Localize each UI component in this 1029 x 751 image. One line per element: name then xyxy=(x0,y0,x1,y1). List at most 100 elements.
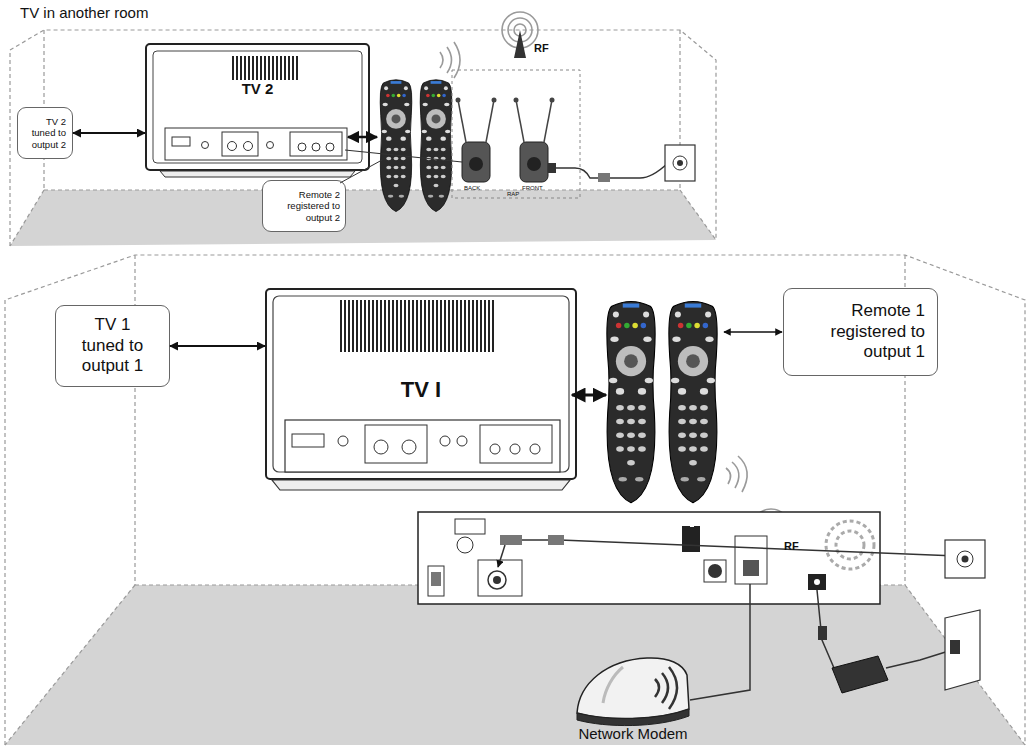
upper-cables xyxy=(556,163,668,178)
rf-signal xyxy=(764,521,778,535)
callout-box: TV 2 tuned to output 2 xyxy=(17,107,73,159)
modem-outline xyxy=(669,667,677,709)
set-top-box xyxy=(743,560,759,576)
unit-label: FRONT xyxy=(522,185,543,191)
tv1-back-details xyxy=(490,444,500,454)
tv2-back-details xyxy=(165,128,347,160)
room-outline xyxy=(44,189,680,190)
set-top-box xyxy=(457,537,473,553)
unit-label: BACK xyxy=(464,185,480,191)
rap-units xyxy=(486,100,494,142)
lower-cables xyxy=(500,535,522,545)
room-outline xyxy=(680,190,716,240)
set-top-box xyxy=(826,521,874,569)
tv1-back-details xyxy=(272,480,570,490)
lower-cables xyxy=(817,590,834,668)
rap-units xyxy=(520,142,548,182)
rf-tower xyxy=(514,30,778,562)
rf-tower xyxy=(514,30,526,58)
callout-box: TV 1 tuned to output 1 xyxy=(55,305,170,387)
tv1-back-details xyxy=(480,425,552,463)
modem-outline xyxy=(577,709,689,726)
rap-units xyxy=(456,98,461,103)
set-top-box xyxy=(704,560,726,582)
node-text: Network Modem xyxy=(563,725,703,742)
modem-outline xyxy=(655,679,659,697)
tv2-back-details xyxy=(202,142,209,149)
rap-units xyxy=(469,157,483,171)
tv2-back-details xyxy=(244,142,253,151)
set-top-box xyxy=(478,560,522,596)
lower-cables xyxy=(548,535,564,545)
node-text: TV in another room xyxy=(20,4,148,21)
tv2-back-details xyxy=(222,132,258,156)
node-text: Remote 1 registered to output 1 xyxy=(784,301,937,362)
tv2-back-details xyxy=(232,56,300,80)
set-top-box xyxy=(735,536,767,584)
set-top-box xyxy=(814,579,820,585)
lower-cables xyxy=(962,556,969,563)
tv2-back-details xyxy=(298,143,306,151)
pointer-arrows xyxy=(340,160,382,183)
tv-set: TV 2 xyxy=(145,43,370,171)
set-top-box xyxy=(418,512,880,604)
node-text: TV 2 xyxy=(147,80,368,97)
rap-units xyxy=(514,98,519,103)
rf-signal xyxy=(440,12,790,547)
pointer-arrows xyxy=(724,331,782,333)
tv2-back-details xyxy=(228,142,237,151)
lower-cables xyxy=(945,610,980,690)
tv2-back-details xyxy=(326,143,334,151)
lower-cables xyxy=(522,540,957,556)
tv1-back-details xyxy=(338,436,348,446)
lower-room xyxy=(135,584,905,585)
rf-label: RF xyxy=(784,540,799,552)
modem-outline xyxy=(603,667,623,703)
tv1-back-details xyxy=(365,425,427,463)
remote-controls xyxy=(607,301,655,502)
tv2-back-details xyxy=(290,132,342,156)
tv1-back-details xyxy=(530,444,540,454)
node-text: TV 2 tuned to output 2 xyxy=(18,116,72,150)
rap-units xyxy=(458,100,466,142)
pointer-arrows xyxy=(572,394,606,397)
callout-box: Remote 1 registered to output 1 xyxy=(783,288,938,376)
tv1-back-details xyxy=(440,436,450,446)
tv2-back-details xyxy=(153,51,362,163)
double-arrow xyxy=(73,132,145,134)
set-top-box xyxy=(488,571,506,589)
tv2-back-details xyxy=(172,137,190,146)
upper-cables xyxy=(345,150,462,162)
tv1-back-details xyxy=(457,436,467,446)
tv1-back-details xyxy=(374,440,388,454)
room-box: TV in another roomTV 2 tuned to output 2… xyxy=(8,28,720,250)
node-text: TV 1 tuned to output 1 xyxy=(56,315,169,376)
modem-outline xyxy=(577,658,689,719)
lower-cables xyxy=(818,626,827,640)
set-top-box xyxy=(836,531,864,559)
rf-signal xyxy=(758,515,784,541)
rf-signal xyxy=(726,468,731,484)
node-text: Remote 2 registered to output 2 xyxy=(263,189,345,223)
rf-signal xyxy=(738,456,747,492)
tv2-back-details xyxy=(160,171,355,177)
tv-set: TV I xyxy=(265,288,577,480)
rap-units xyxy=(544,100,552,142)
rap-units xyxy=(550,98,555,103)
lower-room xyxy=(5,255,1025,745)
set-top-box xyxy=(493,576,501,584)
set-top-box xyxy=(428,566,444,596)
upper-cables xyxy=(345,145,695,182)
room-outline xyxy=(10,190,716,246)
rf-signal xyxy=(447,47,452,73)
rap-units xyxy=(527,157,541,171)
tv1-back-details xyxy=(292,434,324,447)
lower-cables xyxy=(690,584,750,700)
set-top-box xyxy=(708,564,722,578)
room-outline xyxy=(10,30,716,246)
lower-cables xyxy=(945,540,985,578)
tv2-back-details xyxy=(267,142,274,149)
set-top-box xyxy=(455,519,485,534)
remote-controls xyxy=(380,80,717,503)
